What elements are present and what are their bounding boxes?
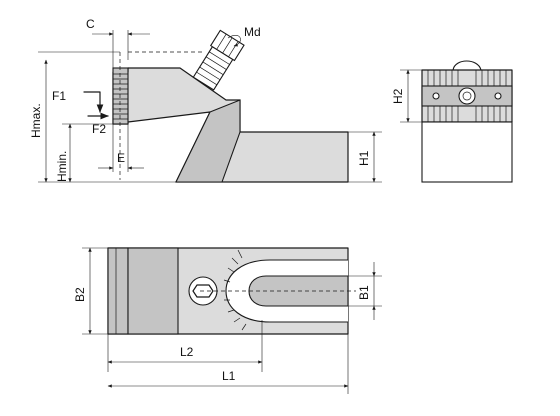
top-view-jaw bbox=[107, 247, 129, 335]
label-f2: F2 bbox=[92, 122, 106, 136]
end-view-hole-right bbox=[494, 92, 502, 100]
label-h1: H1 bbox=[357, 150, 371, 166]
label-e: E bbox=[117, 151, 125, 165]
label-hmin: Hmin. bbox=[55, 151, 69, 182]
hex-socket-icon bbox=[192, 284, 214, 298]
side-jaw bbox=[112, 67, 129, 125]
jaw-serration bbox=[113, 73, 128, 120]
md-rotation-arrow bbox=[227, 35, 241, 47]
label-md: Md bbox=[244, 25, 261, 39]
side-slope bbox=[175, 99, 241, 183]
label-l2: L2 bbox=[180, 345, 194, 359]
end-view: H2 bbox=[391, 60, 513, 183]
top-view: B2 B1 L2 L1 bbox=[73, 247, 382, 394]
end-view-center-hole bbox=[458, 87, 476, 105]
end-view-hole-left bbox=[432, 92, 440, 100]
f1-force-arrow bbox=[83, 91, 104, 113]
inclined-bolt bbox=[192, 29, 245, 91]
label-c: C bbox=[86, 17, 95, 31]
end-view-lower-block bbox=[421, 121, 513, 183]
label-b2: B2 bbox=[73, 287, 87, 302]
end-view-knob bbox=[452, 60, 482, 71]
label-hmax: Hmax. bbox=[29, 103, 43, 138]
label-f1: F1 bbox=[52, 89, 66, 103]
label-l1: L1 bbox=[222, 369, 236, 383]
top-view-middle-block bbox=[127, 247, 179, 335]
side-view: C Md Hmax. Hmin. F1 F2 E H1 bbox=[29, 17, 382, 183]
label-b1: B1 bbox=[357, 285, 371, 300]
label-h2: H2 bbox=[391, 88, 405, 104]
